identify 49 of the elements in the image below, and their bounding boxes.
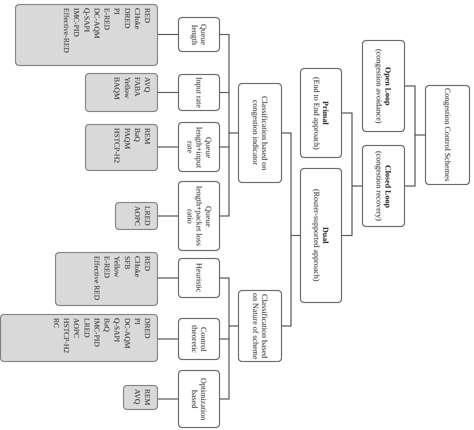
list-box: [55, 252, 158, 306]
process-box: [362, 40, 405, 132]
box-label: Classification based on congestion indicator: [250, 94, 270, 172]
connector-line: [158, 92, 178, 93]
box-label: Classification based on Nature of scheme: [250, 292, 270, 361]
box-subtitle: (Router-supported approach): [312, 189, 321, 282]
list-box: [85, 124, 158, 171]
connector-line: [158, 146, 178, 148]
process-box: [425, 85, 470, 185]
box-label: Queue length: [190, 23, 208, 47]
box-label: Queue length+input rate: [185, 126, 213, 170]
process-box: [178, 258, 220, 298]
box-label: Queue length+packet loss ratio: [185, 185, 213, 248]
process-box: [238, 290, 282, 362]
box-subtitle: (End to End approach): [312, 76, 321, 150]
connector-line: [158, 338, 178, 340]
process-box: [238, 83, 282, 183]
connector-line: [342, 186, 362, 236]
list-box: [115, 202, 158, 230]
process-box: [178, 74, 220, 111]
process-box: [178, 181, 220, 251]
process-box: [362, 145, 405, 227]
box-title: Closed Loop: [384, 164, 393, 208]
connector-line: [158, 34, 178, 35]
box-label: Congestion Control Schemes: [442, 88, 452, 182]
connector-line: [158, 398, 178, 400]
box-title: Primal: [321, 101, 330, 125]
list-box: [85, 73, 158, 112]
box-label: Optimization based: [190, 376, 208, 422]
connector-line: [404, 134, 426, 186]
box-subtitle: (congestion avoidance): [374, 48, 384, 124]
connector-line: [282, 235, 300, 326]
box-label: Heuristic: [194, 263, 204, 293]
box-title: Dual: [321, 227, 330, 244]
box-title: Open Loop: [384, 66, 393, 106]
list-box: [15, 4, 158, 66]
list-box: [0, 314, 158, 362]
list-box: [123, 385, 158, 410]
connector-line: [220, 326, 238, 400]
process-box: [178, 122, 220, 172]
process-box: [178, 318, 220, 360]
process-box: [300, 68, 342, 158]
process-box: [178, 370, 220, 428]
box-subtitle: (congestion recovery): [374, 151, 384, 221]
process-box: [300, 168, 342, 303]
connector-line: [220, 132, 238, 216]
box-label: Control theoretic: [190, 324, 208, 355]
box-label: Input rate: [194, 77, 204, 108]
process-box: [178, 17, 220, 52]
